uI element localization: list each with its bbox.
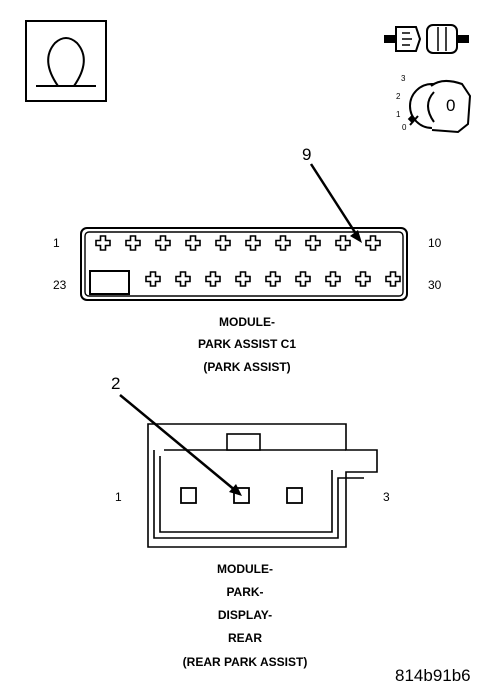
disconnect-connector-icon [384,24,469,54]
rear-label-line-4: REAR [228,631,262,645]
c1-label-line-2: PARK ASSIST C1 [198,337,296,351]
rear-pin-cavity-3 [286,487,303,504]
figure-code: 814b91b6 [395,666,471,685]
rear-callout-arrowhead [229,484,242,496]
ignition-position-2: 2 [396,92,401,101]
rear-label-line-5: (REAR PARK ASSIST) [183,655,308,669]
connector-c1 [80,227,408,301]
c1-pin-label-23: 23 [53,278,67,292]
rear-callout-leader [119,394,237,492]
connector-rear-display [147,423,378,548]
ignition-position-0: 0 [402,123,407,132]
rear-callout-number: 2 [111,374,120,393]
c1-label-line-3: (PARK ASSIST) [203,360,290,374]
c1-pin-label-1: 1 [53,236,60,250]
c1-callout-arrowhead [350,230,362,243]
rear-label-line-1: MODULE- [217,562,273,576]
rear-pin-label-3: 3 [383,490,390,504]
ignition-key-icon: 0 0 1 2 3 [396,74,472,134]
c1-callout-number: 9 [302,145,311,164]
ignition-position-1: 1 [396,110,401,119]
rear-pin-label-1: 1 [115,490,122,504]
c1-pin-label-10: 10 [428,236,442,250]
c1-pin-label-30: 30 [428,278,442,292]
rear-connector-latch [226,433,261,451]
rear-label-line-3: DISPLAY- [218,608,272,622]
c1-callout-leader [309,163,360,238]
ignition-current-position: 0 [446,96,455,115]
c1-label-line-1: MODULE- [219,315,275,329]
c1-blank-cavity [89,270,130,295]
ohmmeter-icon [25,20,107,102]
ignition-position-3: 3 [401,74,406,83]
rear-pin-cavity-1 [180,487,197,504]
rear-label-line-2: PARK- [226,585,263,599]
